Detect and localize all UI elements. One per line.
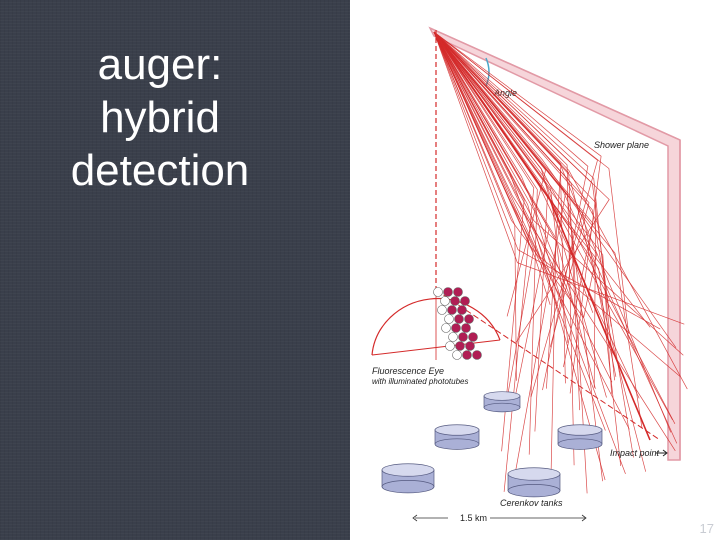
- phototube: [445, 341, 455, 351]
- impact-point-label: Impact point: [610, 448, 660, 458]
- phototube-lit: [453, 287, 463, 297]
- cerenkov-tank-top: [557, 424, 603, 436]
- shower-ray: [433, 31, 676, 451]
- scale-bar: [412, 514, 587, 522]
- slide-number: 17: [699, 521, 714, 536]
- cerenkov-tank-top: [483, 391, 521, 401]
- shower-rays: [433, 31, 688, 494]
- phototubes: [433, 287, 482, 360]
- shower-ray: [433, 31, 534, 408]
- shower-ray: [433, 31, 634, 458]
- shower-ray: [433, 31, 685, 325]
- shower-plane-edge: [429, 27, 681, 141]
- phototube: [444, 314, 454, 324]
- cerenkov-tank-bottom: [434, 438, 480, 450]
- cerenkov-tank-top: [381, 463, 435, 477]
- phototube-lit: [457, 305, 467, 315]
- shower-ray: [433, 31, 612, 394]
- shower-ray: [433, 31, 598, 318]
- phototube-lit: [454, 314, 464, 324]
- shower-ray: [433, 31, 612, 327]
- cerenkov-tank-bottom: [483, 402, 521, 413]
- phototube: [433, 287, 443, 297]
- phototube-lit: [455, 341, 465, 351]
- shower-ray: [433, 31, 688, 390]
- phototube: [452, 350, 462, 360]
- phototube-lit: [451, 323, 461, 333]
- phototube: [437, 305, 447, 315]
- shower-ray: [433, 31, 585, 319]
- shower-ray: [433, 31, 594, 368]
- shower-axis: [433, 31, 651, 441]
- phototube-lit: [465, 341, 475, 351]
- shower-ray: [433, 31, 557, 492]
- fluorescence-eye: [371, 286, 501, 360]
- shower-ray: [433, 31, 626, 475]
- shower-ray: [433, 31, 589, 391]
- phototube-lit: [447, 305, 457, 315]
- cerenkov-tanks-label: Cerenkov tanks: [500, 498, 563, 508]
- angle-arc: [485, 57, 490, 87]
- shower-ray: [433, 31, 676, 424]
- shower-plane: [428, 26, 681, 461]
- cerenkov-tank-bottom: [557, 438, 603, 450]
- shower-ray: [433, 31, 606, 481]
- shower-ray: [433, 31, 575, 466]
- shower-ray: [433, 31, 575, 307]
- phototube-lit: [461, 323, 471, 333]
- impact-arrow: [656, 449, 668, 457]
- phototube-lit: [462, 350, 472, 360]
- shower-ray: [433, 31, 566, 384]
- cerenkov-tanks: [381, 391, 603, 498]
- shower-ray: [433, 31, 606, 431]
- phototube-lit: [472, 350, 482, 360]
- phototube-lit: [468, 332, 478, 342]
- phototube-lit: [464, 314, 474, 324]
- slide-title: auger: hybrid detection: [30, 38, 290, 197]
- phototube: [448, 332, 458, 342]
- phototube-lit: [443, 287, 453, 297]
- cerenkov-tank-top: [507, 467, 561, 481]
- cerenkov-tank-bottom: [381, 480, 435, 494]
- shower-ray: [433, 31, 564, 306]
- shower-ray: [433, 31, 672, 433]
- shower-ray: [433, 31, 538, 455]
- shower-ray: [433, 31, 615, 381]
- angle-label: Angle: [493, 88, 517, 98]
- cerenkov-tank-bottom: [507, 484, 561, 498]
- title-line-2: hybrid: [100, 93, 220, 142]
- auger-diagram: Angle Shower plane Fluorescence Eye with…: [371, 26, 688, 523]
- shower-ray: [433, 31, 598, 398]
- phototube-lit: [460, 296, 470, 306]
- phototube: [441, 323, 451, 333]
- shower-ray: [433, 31, 681, 377]
- shower-ray: [433, 31, 661, 330]
- phototube: [440, 296, 450, 306]
- title-line-1: auger:: [97, 40, 223, 89]
- shower-ray: [433, 31, 684, 356]
- eye-label-line2: with illuminated phototubes: [372, 377, 469, 386]
- shower-ray: [433, 31, 617, 377]
- cerenkov-tank-top: [434, 424, 480, 436]
- shower-ray: [433, 31, 535, 492]
- auger-diagram-panel: Angle Shower plane Fluorescence Eye with…: [350, 0, 720, 540]
- phototube-lit: [458, 332, 468, 342]
- title-line-3: detection: [70, 146, 250, 195]
- shower-ray: [433, 31, 596, 389]
- shower-ray: [433, 31, 602, 394]
- shower-ray: [433, 31, 677, 348]
- shower-plane-label: Shower plane: [594, 140, 649, 150]
- shower-ray: [433, 31, 517, 381]
- phototube-lit: [450, 296, 460, 306]
- scale-label: 1.5 km: [460, 513, 487, 523]
- eye-label-line1: Fluorescence Eye: [372, 366, 444, 376]
